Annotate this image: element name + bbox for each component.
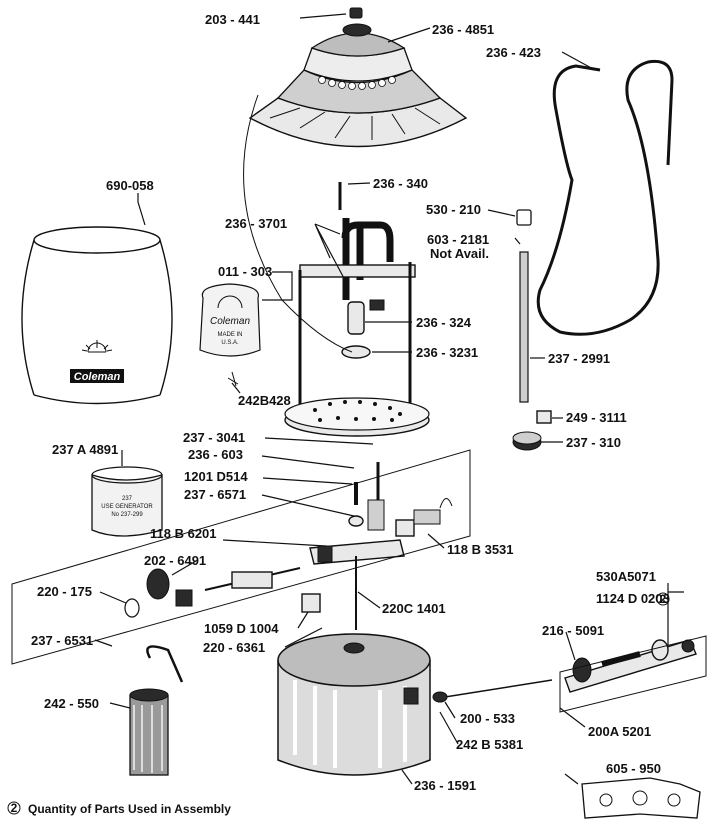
part-label: 237 - 6571	[184, 487, 246, 502]
part-label: 236 - 4851	[432, 22, 494, 37]
part-label: 605 - 950	[606, 761, 661, 776]
part-label: 237 - 6531	[31, 633, 93, 648]
part-label: 1124 D 0203	[596, 591, 670, 606]
shield-text-3: No 237-299	[111, 512, 143, 518]
wrench-drawing	[581, 777, 701, 819]
stamp-made-in-text: MADE IN	[217, 332, 242, 338]
part-label: 242 - 550	[44, 696, 99, 711]
shield-text-2: USE GENERATOR	[101, 504, 153, 510]
heat-shield-drawing: 237 USE GENERATOR No 237-299	[91, 466, 163, 537]
part-label: 236 - 3701	[225, 216, 287, 231]
part-label: 603 - 2181	[427, 232, 489, 247]
fuel-tube-drawing	[512, 209, 552, 451]
part-label: 236 - 1591	[414, 778, 476, 793]
part-label: 118 B 6201	[150, 526, 217, 541]
part-label: 530A5071	[596, 569, 656, 584]
part-label: 236 - 603	[188, 447, 243, 462]
ventilator-nut-drawing	[349, 7, 363, 19]
part-label: 237 - 2991	[548, 351, 610, 366]
part-label: 220 - 175	[37, 584, 92, 599]
not-available-note: Not Avail.	[430, 246, 489, 261]
quantity-marker-circle	[656, 592, 670, 606]
footnote-text: Quantity of Parts Used in Assembly	[28, 802, 231, 816]
part-label: 1201 D514	[184, 469, 248, 484]
part-label: 236 - 3231	[416, 345, 478, 360]
valve-stem-drawing	[124, 567, 321, 618]
frame-drawing	[227, 182, 430, 437]
part-label: 236 - 324	[416, 315, 472, 330]
part-label: 237 - 310	[566, 435, 621, 450]
part-label: 011 - 303	[218, 264, 272, 279]
stamp-country-text: U.S.A.	[221, 340, 239, 346]
part-label: 216 - 5091	[542, 623, 604, 638]
funnel-drawing	[129, 645, 184, 776]
part-label: 690-058	[106, 178, 154, 193]
part-label: 118 B 3531	[447, 542, 514, 557]
part-label: 202 - 6491	[144, 553, 206, 568]
part-label: 237 A 4891	[52, 442, 118, 457]
burner-cap-drawing: Coleman MADE IN U.S.A.	[199, 283, 261, 357]
ventilator-hood-drawing	[248, 23, 468, 148]
part-label: 236 - 423	[486, 45, 541, 60]
globe-brand-text: Coleman	[74, 371, 121, 383]
footnote-marker-circle	[7, 801, 21, 815]
part-label: 242B428	[238, 393, 291, 408]
stamp-brand-text: Coleman	[210, 316, 250, 327]
part-labels: 203 - 441 236 - 4851 236 - 423 690-058 2…	[31, 12, 670, 793]
leader-lines	[94, 13, 684, 785]
part-label: 249 - 3111	[566, 410, 627, 425]
shield-text-1: 237	[122, 496, 133, 502]
globe-drawing: Coleman	[21, 226, 173, 405]
part-label: 200A 5201	[588, 724, 651, 739]
part-label: 530 - 210	[426, 202, 481, 217]
quantity-marker: 2	[660, 592, 667, 606]
part-label: 237 - 3041	[183, 430, 245, 445]
part-label: 220 - 6361	[203, 640, 265, 655]
part-label: 1059 D 1004	[204, 621, 279, 636]
valve-assembly-drawing	[309, 462, 453, 630]
assembly-outline	[11, 94, 707, 713]
part-label: 220C 1401	[382, 601, 446, 616]
part-label: 236 - 340	[373, 176, 428, 191]
footnote: 2 Quantity of Parts Used in Assembly	[7, 801, 231, 816]
footnote-marker: 2	[11, 801, 18, 815]
part-label: 200 - 533	[460, 711, 515, 726]
bail-drawing	[536, 59, 674, 336]
part-label: 242 B 5381	[456, 737, 523, 752]
pump-assembly-drawing	[432, 639, 697, 703]
fuel-tank-drawing	[277, 633, 431, 776]
part-label: 203 - 441	[205, 12, 260, 27]
